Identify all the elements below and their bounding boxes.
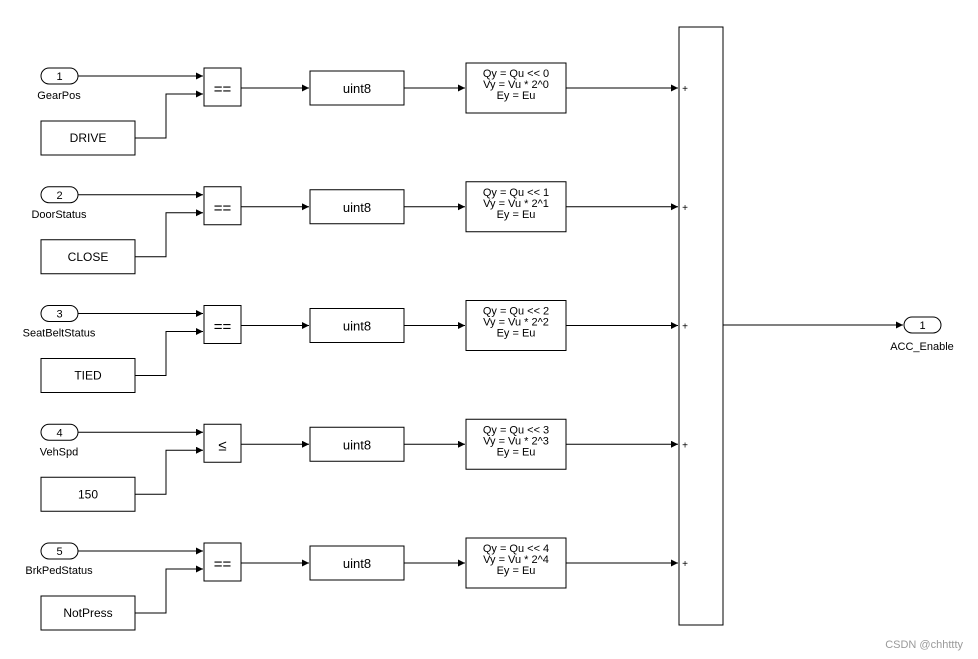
- relational-operator-block[interactable]: [203, 423, 242, 463]
- bit-shift-block[interactable]: [465, 300, 567, 351]
- relational-operator-symbol: ==: [214, 81, 232, 98]
- sum-input-sign: +: [682, 559, 688, 570]
- bit-shift-block[interactable]: [465, 537, 567, 589]
- bit-shift-text: Qy = Qu << 4: [483, 543, 549, 555]
- constant-value: NotPress: [63, 606, 112, 620]
- constant-value: DRIVE: [70, 131, 107, 145]
- signal-line: [135, 328, 203, 376]
- bit-shift-text: Ey = Eu: [497, 90, 536, 102]
- relational-operator-block[interactable]: [203, 67, 242, 107]
- data-type-conversion-block[interactable]: [309, 70, 405, 106]
- inport-number: 5: [56, 546, 62, 558]
- bit-shift-text: Qy = Qu << 3: [483, 424, 549, 436]
- constant-block[interactable]: [40, 239, 136, 275]
- relational-operator-block[interactable]: [203, 305, 242, 344]
- data-type-label: uint8: [343, 200, 371, 215]
- bit-shift-block[interactable]: [465, 181, 567, 233]
- data-type-label: uint8: [343, 81, 371, 96]
- bit-shift-text: Ey = Eu: [497, 446, 536, 458]
- relational-operator-symbol: ==: [214, 200, 232, 217]
- sum-input-sign: +: [682, 322, 688, 333]
- inport-signal-label: VehSpd: [40, 446, 79, 458]
- relational-operator-symbol: ≤: [218, 437, 226, 454]
- sum-input-sign: +: [682, 203, 688, 214]
- relational-operator-symbol: ==: [214, 319, 232, 336]
- bit-shift-text: Qy = Qu << 0: [483, 68, 549, 80]
- bit-shift-text: Ey = Eu: [497, 209, 536, 221]
- inport-number: 3: [56, 309, 62, 321]
- signal-line: [135, 90, 203, 139]
- data-type-label: uint8: [343, 319, 371, 334]
- relational-operator-symbol: ==: [214, 556, 232, 573]
- signal-line: [135, 446, 203, 495]
- signal-line: [135, 209, 203, 258]
- inport-signal-label: GearPos: [37, 90, 81, 102]
- inport-number: 2: [56, 190, 62, 202]
- watermark: CSDN @chhttty: [885, 639, 963, 651]
- inport-number: 1: [56, 71, 62, 83]
- bit-shift-text: Qy = Qu << 2: [483, 306, 549, 318]
- inport-signal-label: BrkPedStatus: [25, 565, 93, 577]
- sum-input-sign: +: [682, 440, 688, 451]
- data-type-label: uint8: [343, 556, 371, 571]
- constant-value: TIED: [74, 369, 102, 383]
- inport-signal-label: SeatBeltStatus: [23, 328, 96, 340]
- data-type-label: uint8: [343, 437, 371, 452]
- bit-shift-block[interactable]: [465, 418, 567, 470]
- bit-shift-text: Ey = Eu: [497, 328, 536, 340]
- sum-block[interactable]: [678, 26, 724, 626]
- relational-operator-block[interactable]: [203, 542, 242, 582]
- outport-number: 1: [919, 320, 925, 332]
- constant-block[interactable]: [40, 595, 136, 631]
- inport-signal-label: DoorStatus: [31, 209, 87, 221]
- data-type-conversion-block[interactable]: [309, 426, 405, 462]
- bit-shift-text: Qy = Qu << 1: [483, 187, 549, 199]
- bit-shift-text: Vy = Vu * 2^2: [483, 317, 549, 329]
- outport-signal-label: ACC_Enable: [890, 341, 954, 353]
- outport-block[interactable]: [903, 316, 942, 334]
- constant-block[interactable]: [40, 476, 136, 512]
- sum-input-sign: +: [682, 84, 688, 95]
- bit-shift-text: Vy = Vu * 2^4: [483, 554, 549, 566]
- signal-line: [135, 565, 203, 614]
- bit-shift-block[interactable]: [465, 62, 567, 114]
- bit-shift-text: Vy = Vu * 2^0: [483, 79, 549, 91]
- relational-operator-block[interactable]: [203, 186, 242, 226]
- constant-value: CLOSE: [68, 250, 109, 264]
- constant-block[interactable]: [40, 120, 136, 156]
- bit-shift-text: Vy = Vu * 2^3: [483, 435, 549, 447]
- constant-value: 150: [78, 487, 98, 501]
- data-type-conversion-block[interactable]: [309, 545, 405, 581]
- bit-shift-text: Vy = Vu * 2^1: [483, 198, 549, 210]
- constant-block[interactable]: [40, 358, 136, 393]
- bit-shift-text: Ey = Eu: [497, 565, 536, 577]
- inport-number: 4: [56, 427, 62, 439]
